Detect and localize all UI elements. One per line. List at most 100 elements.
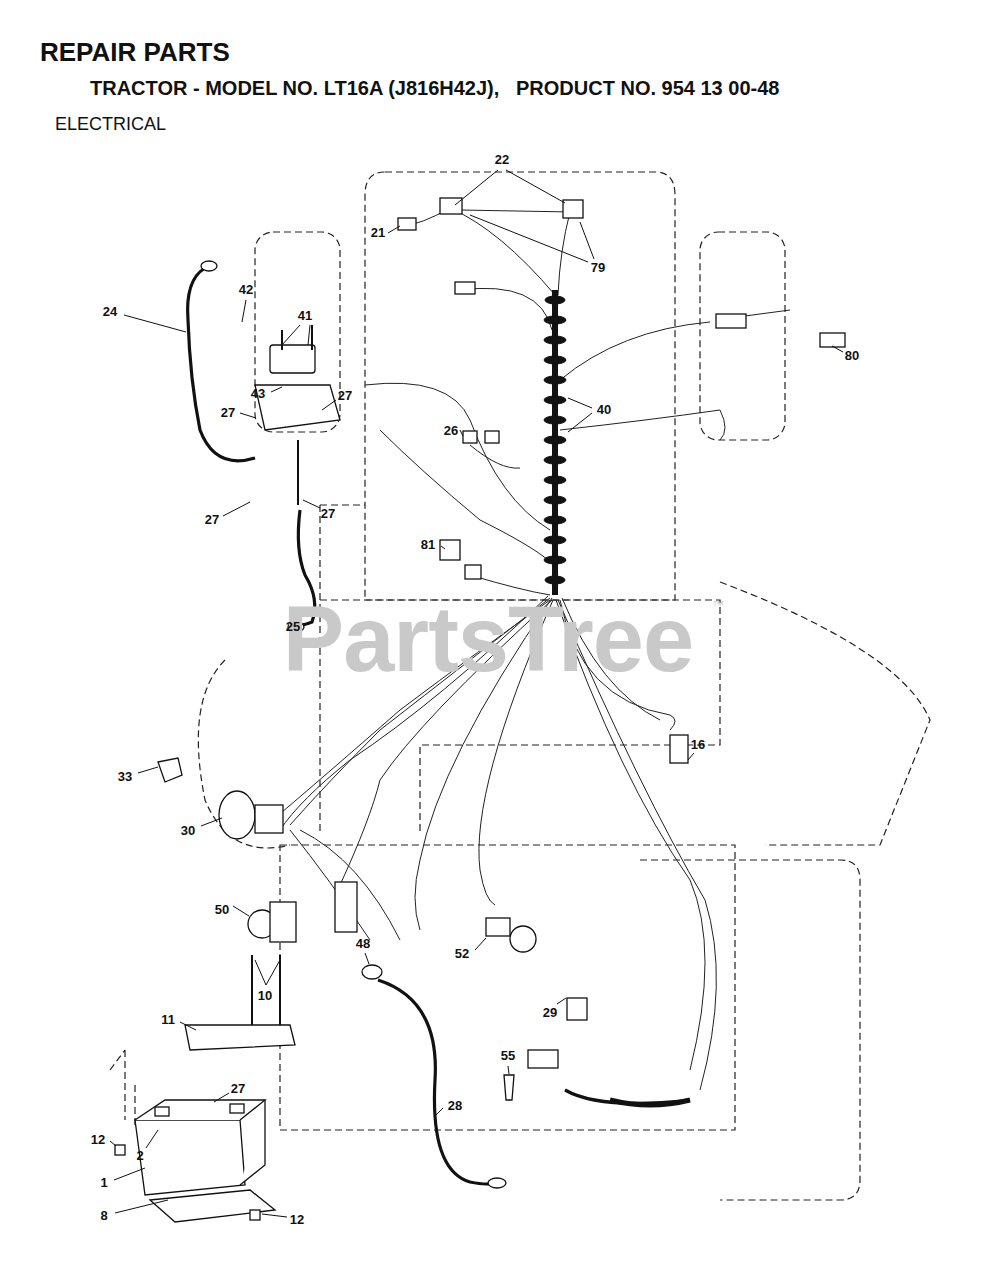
drawing-part xyxy=(563,200,583,218)
callout-number: 30 xyxy=(181,824,195,838)
callout-number: 29 xyxy=(543,1006,557,1020)
drawing-part xyxy=(544,416,566,424)
page-title: REPAIR PARTS xyxy=(40,38,230,67)
drawing-part xyxy=(544,356,566,364)
drawing-part xyxy=(255,232,340,432)
drawing-part xyxy=(146,1130,158,1148)
drawing-part xyxy=(544,396,566,404)
drawing-part xyxy=(201,818,222,826)
drawing-part xyxy=(545,296,565,304)
drawing-part xyxy=(544,516,566,524)
drawing-part xyxy=(488,1178,506,1188)
drawing-part xyxy=(135,1100,265,1120)
callout-number: 21 xyxy=(371,226,385,240)
drawing-part xyxy=(557,998,566,1004)
harness-coil xyxy=(544,290,690,1105)
drawing-part xyxy=(303,500,320,508)
drawing-part xyxy=(544,336,566,344)
drawing-part xyxy=(465,565,481,579)
drawing-part xyxy=(255,960,280,985)
drawing-part xyxy=(252,955,280,1025)
drawing-part xyxy=(720,582,930,845)
model-heading: TRACTOR - MODEL NO. LT16A (J816H42J), PR… xyxy=(90,77,779,99)
callout-number: 24 xyxy=(103,305,117,319)
drawing-part xyxy=(155,1107,169,1116)
drawing-part xyxy=(255,385,340,430)
drawing-part xyxy=(180,1022,196,1030)
drawing-part xyxy=(240,413,256,418)
callout-number: 28 xyxy=(448,1099,462,1113)
drawing-part xyxy=(440,540,460,560)
drawing-part xyxy=(504,1075,514,1100)
leader-lines xyxy=(110,170,843,1217)
drawing-part xyxy=(378,980,495,1184)
drawing-part xyxy=(510,926,536,952)
drawing-part xyxy=(610,1100,690,1105)
drawing-part xyxy=(470,215,594,262)
drawing-part xyxy=(544,556,566,564)
drawing-part xyxy=(436,1108,443,1115)
drawing-part xyxy=(135,1120,245,1195)
drawing-part xyxy=(280,845,735,1130)
drawing-part xyxy=(388,226,400,233)
drawing-part xyxy=(405,208,572,295)
tractor-outline xyxy=(110,172,930,1200)
callout-number: 25 xyxy=(286,620,300,634)
callout-number: 27 xyxy=(221,406,235,420)
drawing-part xyxy=(110,1141,116,1146)
drawing-part xyxy=(455,170,565,205)
drawing-part xyxy=(271,387,282,392)
drawing-part xyxy=(138,767,158,773)
drawing-part xyxy=(255,805,283,833)
drawing-part xyxy=(470,445,520,468)
callout-number: 16 xyxy=(691,738,705,752)
drawing-part xyxy=(455,282,475,294)
drawing-part xyxy=(322,400,336,410)
drawing-part xyxy=(185,1025,295,1050)
drawing-part xyxy=(486,918,510,936)
drawing-part xyxy=(270,902,296,942)
callout-number: 81 xyxy=(421,538,435,552)
drawing-part xyxy=(365,172,675,600)
drawing-part xyxy=(242,300,246,322)
callout-number: 8 xyxy=(100,1209,107,1223)
callout-number: 11 xyxy=(161,1013,175,1027)
drawing-part xyxy=(688,753,694,760)
drawing-part xyxy=(716,314,746,328)
callout-number: 40 xyxy=(597,403,611,417)
callout-number: 27 xyxy=(231,1082,245,1096)
drawing-part xyxy=(188,268,255,461)
drawing-part xyxy=(380,430,548,560)
drawing-part xyxy=(560,410,725,440)
drawing-part xyxy=(290,830,370,940)
section-heading: ELECTRICAL xyxy=(55,115,166,135)
drawing-part xyxy=(297,440,299,505)
callout-number: 27 xyxy=(321,507,335,521)
drawing-part xyxy=(158,758,182,782)
drawing-part xyxy=(463,431,477,443)
callout-number: 27 xyxy=(205,513,219,527)
callout-number: 12 xyxy=(91,1133,105,1147)
drawing-part xyxy=(670,735,688,763)
callout-number: 27 xyxy=(338,389,352,403)
drawing-part xyxy=(198,660,290,848)
drawing-part xyxy=(335,882,357,932)
drawing-part xyxy=(440,198,462,214)
drawing-part xyxy=(508,1066,509,1074)
drawing-part xyxy=(124,315,186,332)
drawing-part xyxy=(568,398,592,432)
callout-number: 79 xyxy=(591,261,605,275)
callout-number: 50 xyxy=(215,903,229,917)
watermark: PartsTree xyxy=(283,589,693,690)
callout-number: 55 xyxy=(501,1049,515,1063)
drawing-part xyxy=(398,218,416,230)
drawing-part xyxy=(233,906,249,916)
callout-number: 2 xyxy=(136,1149,143,1163)
drawing-part xyxy=(201,261,217,271)
drawing-part xyxy=(262,1214,287,1217)
drawing-part xyxy=(114,1168,145,1180)
drawing-part xyxy=(567,998,587,1020)
drawing-part xyxy=(528,1050,558,1068)
drawing-part xyxy=(282,325,312,350)
drawing-part xyxy=(362,965,382,979)
